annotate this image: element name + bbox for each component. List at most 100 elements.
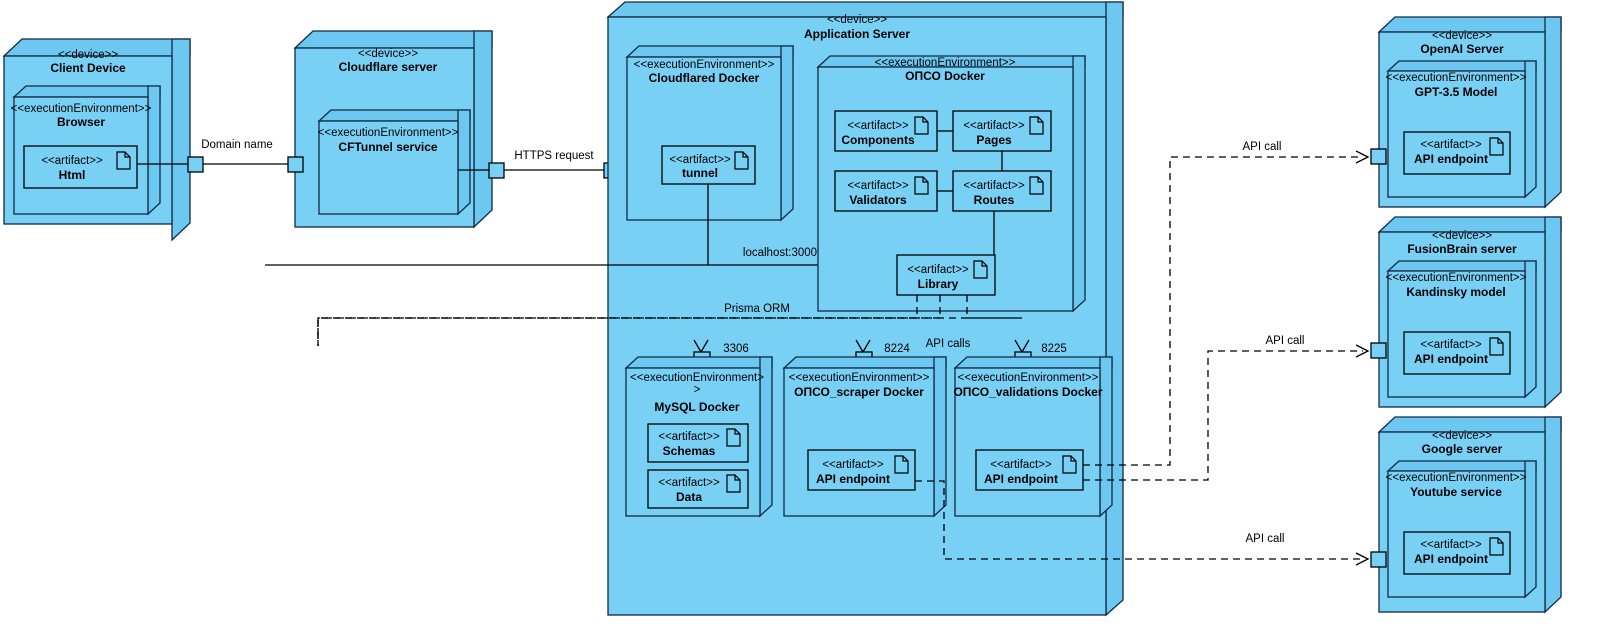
edge-label-prisma-orm: Prisma ORM (724, 303, 790, 315)
pages-stereotype: <<artifact>> (963, 120, 1025, 132)
connection-api-call-openai: API call (1083, 141, 1370, 466)
html-stereotype: <<artifact>> (41, 155, 103, 167)
fusionbrain-server-stereotype: <<device>> (1432, 230, 1492, 242)
node-cloudflare-server[interactable]: <<device>> Cloudflare server <<execution… (293, 30, 493, 229)
cftunnel-stereotype: <<executionEnvironment>> (318, 127, 459, 139)
cloudflare-server-stereotype: <<device>> (358, 48, 418, 60)
client-device-stereotype: <<device>> (58, 49, 118, 61)
routes-stereotype: <<artifact>> (963, 180, 1025, 192)
edge-label-api-call-openai: API call (1243, 141, 1282, 153)
opco-validations-name: ОПСО_validations Docker (953, 385, 1102, 399)
port-google[interactable] (1370, 551, 1387, 568)
node-opco-docker[interactable]: <<executionEnvironment>> ОПСО Docker <<a… (816, 55, 1086, 313)
browser-stereotype: <<executionEnvironment>> (11, 103, 152, 115)
edge-label-api-call-fusionbrain: API call (1266, 335, 1305, 347)
node-mysql-docker[interactable]: <<executionEnvironment> > MySQL Docker <… (624, 356, 773, 518)
artifact-google-api-endpoint[interactable]: <<artifact>> API endpoint (1403, 531, 1511, 575)
artifact-html[interactable]: <<artifact>> Html (23, 145, 138, 189)
scraper-api-stereotype: <<artifact>> (822, 459, 884, 471)
pages-name: Pages (976, 133, 1012, 147)
cftunnel-name: CFTunnel service (338, 140, 437, 154)
node-kandinsky-model-env[interactable]: <<executionEnvironment>> Kandinsky model (1386, 260, 1537, 399)
html-name: Html (59, 168, 86, 182)
opco-docker-stereotype: <<executionEnvironment>> (875, 57, 1016, 69)
connection-domain-name: Domain name (137, 139, 304, 173)
port-label-8225: 8225 (1041, 343, 1067, 355)
google-server-name: Google server (1422, 442, 1503, 456)
gpt35-name: GPT-3.5 Model (1415, 85, 1498, 99)
artifact-pages[interactable]: <<artifact>> Pages (952, 110, 1052, 152)
gpt35-stereotype: <<executionEnvironment>> (1386, 72, 1527, 84)
validations-api-name: API endpoint (984, 472, 1058, 486)
artifact-fusionbrain-api-endpoint[interactable]: <<artifact>> API endpoint (1403, 331, 1511, 375)
schemas-name: Schemas (663, 444, 716, 458)
artifact-validations-api-endpoint[interactable]: <<artifact>> API endpoint (975, 449, 1084, 491)
artifact-schemas[interactable]: <<artifact>> Schemas (647, 423, 749, 463)
components-stereotype: <<artifact>> (847, 120, 909, 132)
node-cloudflared-docker[interactable]: <<executionEnvironment>> Cloudflared Doc… (625, 45, 794, 222)
node-youtube-service-env[interactable]: <<executionEnvironment>> Youtube service (1386, 460, 1537, 599)
components-name: Components (841, 133, 915, 147)
artifact-library[interactable]: <<artifact>> Library (896, 254, 996, 296)
connection-api-call-fusionbrain: API call (1083, 335, 1370, 481)
connection-api-call-google: API call (915, 480, 1370, 566)
edge-label-https-request: HTTPS request (514, 150, 594, 162)
artifact-data[interactable]: <<artifact>> Data (647, 469, 749, 509)
mysql-docker-stereotype-line2: > (694, 384, 701, 396)
mysql-docker-stereotype-line1: <<executionEnvironment> (630, 372, 764, 384)
application-server-stereotype: <<device>> (827, 14, 887, 26)
node-client-device[interactable]: <<device>> Client Device <<executionEnvi… (2, 38, 191, 242)
node-opco-scraper-docker[interactable]: <<executionEnvironment>> ОПСО_scraper Do… (782, 356, 947, 518)
openai-server-stereotype: <<device>> (1432, 30, 1492, 42)
google-api-name: API endpoint (1414, 552, 1488, 566)
connection-prisma-orm: Prisma ORM (317, 295, 918, 346)
artifact-openai-api-endpoint[interactable]: <<artifact>> API endpoint (1403, 131, 1511, 175)
routes-name: Routes (974, 193, 1015, 207)
data-stereotype: <<artifact>> (658, 477, 720, 489)
port-fusionbrain[interactable] (1370, 342, 1387, 359)
fusionbrain-server-name: FusionBrain server (1407, 242, 1517, 256)
node-cftunnel-service-env[interactable]: <<executionEnvironment>> CFTunnel servic… (317, 109, 471, 216)
port-cloudflare-left[interactable] (287, 156, 304, 173)
port-cloudflare-right[interactable] (488, 162, 505, 179)
cloudflared-docker-name: Cloudflared Docker (649, 71, 760, 85)
node-google-server[interactable]: <<device>> Google server <<executionEnvi… (1370, 416, 1562, 614)
tunnel-stereotype: <<artifact>> (669, 154, 731, 166)
port-openai[interactable] (1370, 148, 1387, 165)
opco-scraper-name: ОПСО_scraper Docker (794, 385, 924, 399)
node-fusionbrain-server[interactable]: <<device>> FusionBrain server <<executio… (1370, 216, 1562, 409)
youtube-name: Youtube service (1410, 485, 1502, 499)
kandinsky-stereotype: <<executionEnvironment>> (1386, 272, 1527, 284)
port-client-device[interactable] (187, 156, 204, 173)
node-openai-server[interactable]: <<device>> OpenAI Server <<executionEnvi… (1370, 16, 1562, 209)
browser-name: Browser (57, 115, 105, 129)
cloudflared-docker-stereotype: <<executionEnvironment>> (634, 59, 775, 71)
fusionbrain-api-name: API endpoint (1414, 352, 1488, 366)
artifact-tunnel[interactable]: <<artifact>> tunnel (661, 145, 756, 185)
node-gpt35-model-env[interactable]: <<executionEnvironment>> GPT-3.5 Model (1386, 60, 1537, 199)
node-opco-validations-docker[interactable]: <<executionEnvironment>> ОПСО_validation… (953, 356, 1113, 518)
artifact-routes[interactable]: <<artifact>> Routes (952, 170, 1052, 212)
scraper-api-name: API endpoint (816, 472, 890, 486)
artifact-components[interactable]: <<artifact>> Components (834, 110, 938, 152)
data-name: Data (676, 490, 702, 504)
edge-label-domain-name: Domain name (201, 139, 273, 151)
library-name: Library (918, 277, 959, 291)
openai-api-name: API endpoint (1414, 152, 1488, 166)
tunnel-name: tunnel (682, 166, 718, 180)
connection-api-calls: API calls (317, 295, 1022, 350)
artifact-validators[interactable]: <<artifact>> Validators (834, 170, 938, 212)
kandinsky-name: Kandinsky model (1406, 285, 1505, 299)
edge-label-api-call-google: API call (1246, 533, 1285, 545)
cloudflare-server-name: Cloudflare server (339, 60, 438, 74)
connection-localhost-3000: localhost:3000 (265, 184, 818, 266)
opco-scraper-stereotype: <<executionEnvironment>> (789, 372, 930, 384)
artifact-scraper-api-endpoint[interactable]: <<artifact>> API endpoint (807, 449, 916, 491)
schemas-stereotype: <<artifact>> (658, 431, 720, 443)
openai-server-name: OpenAI Server (1420, 42, 1504, 56)
validators-name: Validators (849, 193, 907, 207)
opco-validations-stereotype: <<executionEnvironment>> (958, 372, 1099, 384)
node-application-server[interactable]: <<device>> Application Server <<executio… (265, 1, 1124, 617)
fusionbrain-api-stereotype: <<artifact>> (1420, 339, 1482, 351)
